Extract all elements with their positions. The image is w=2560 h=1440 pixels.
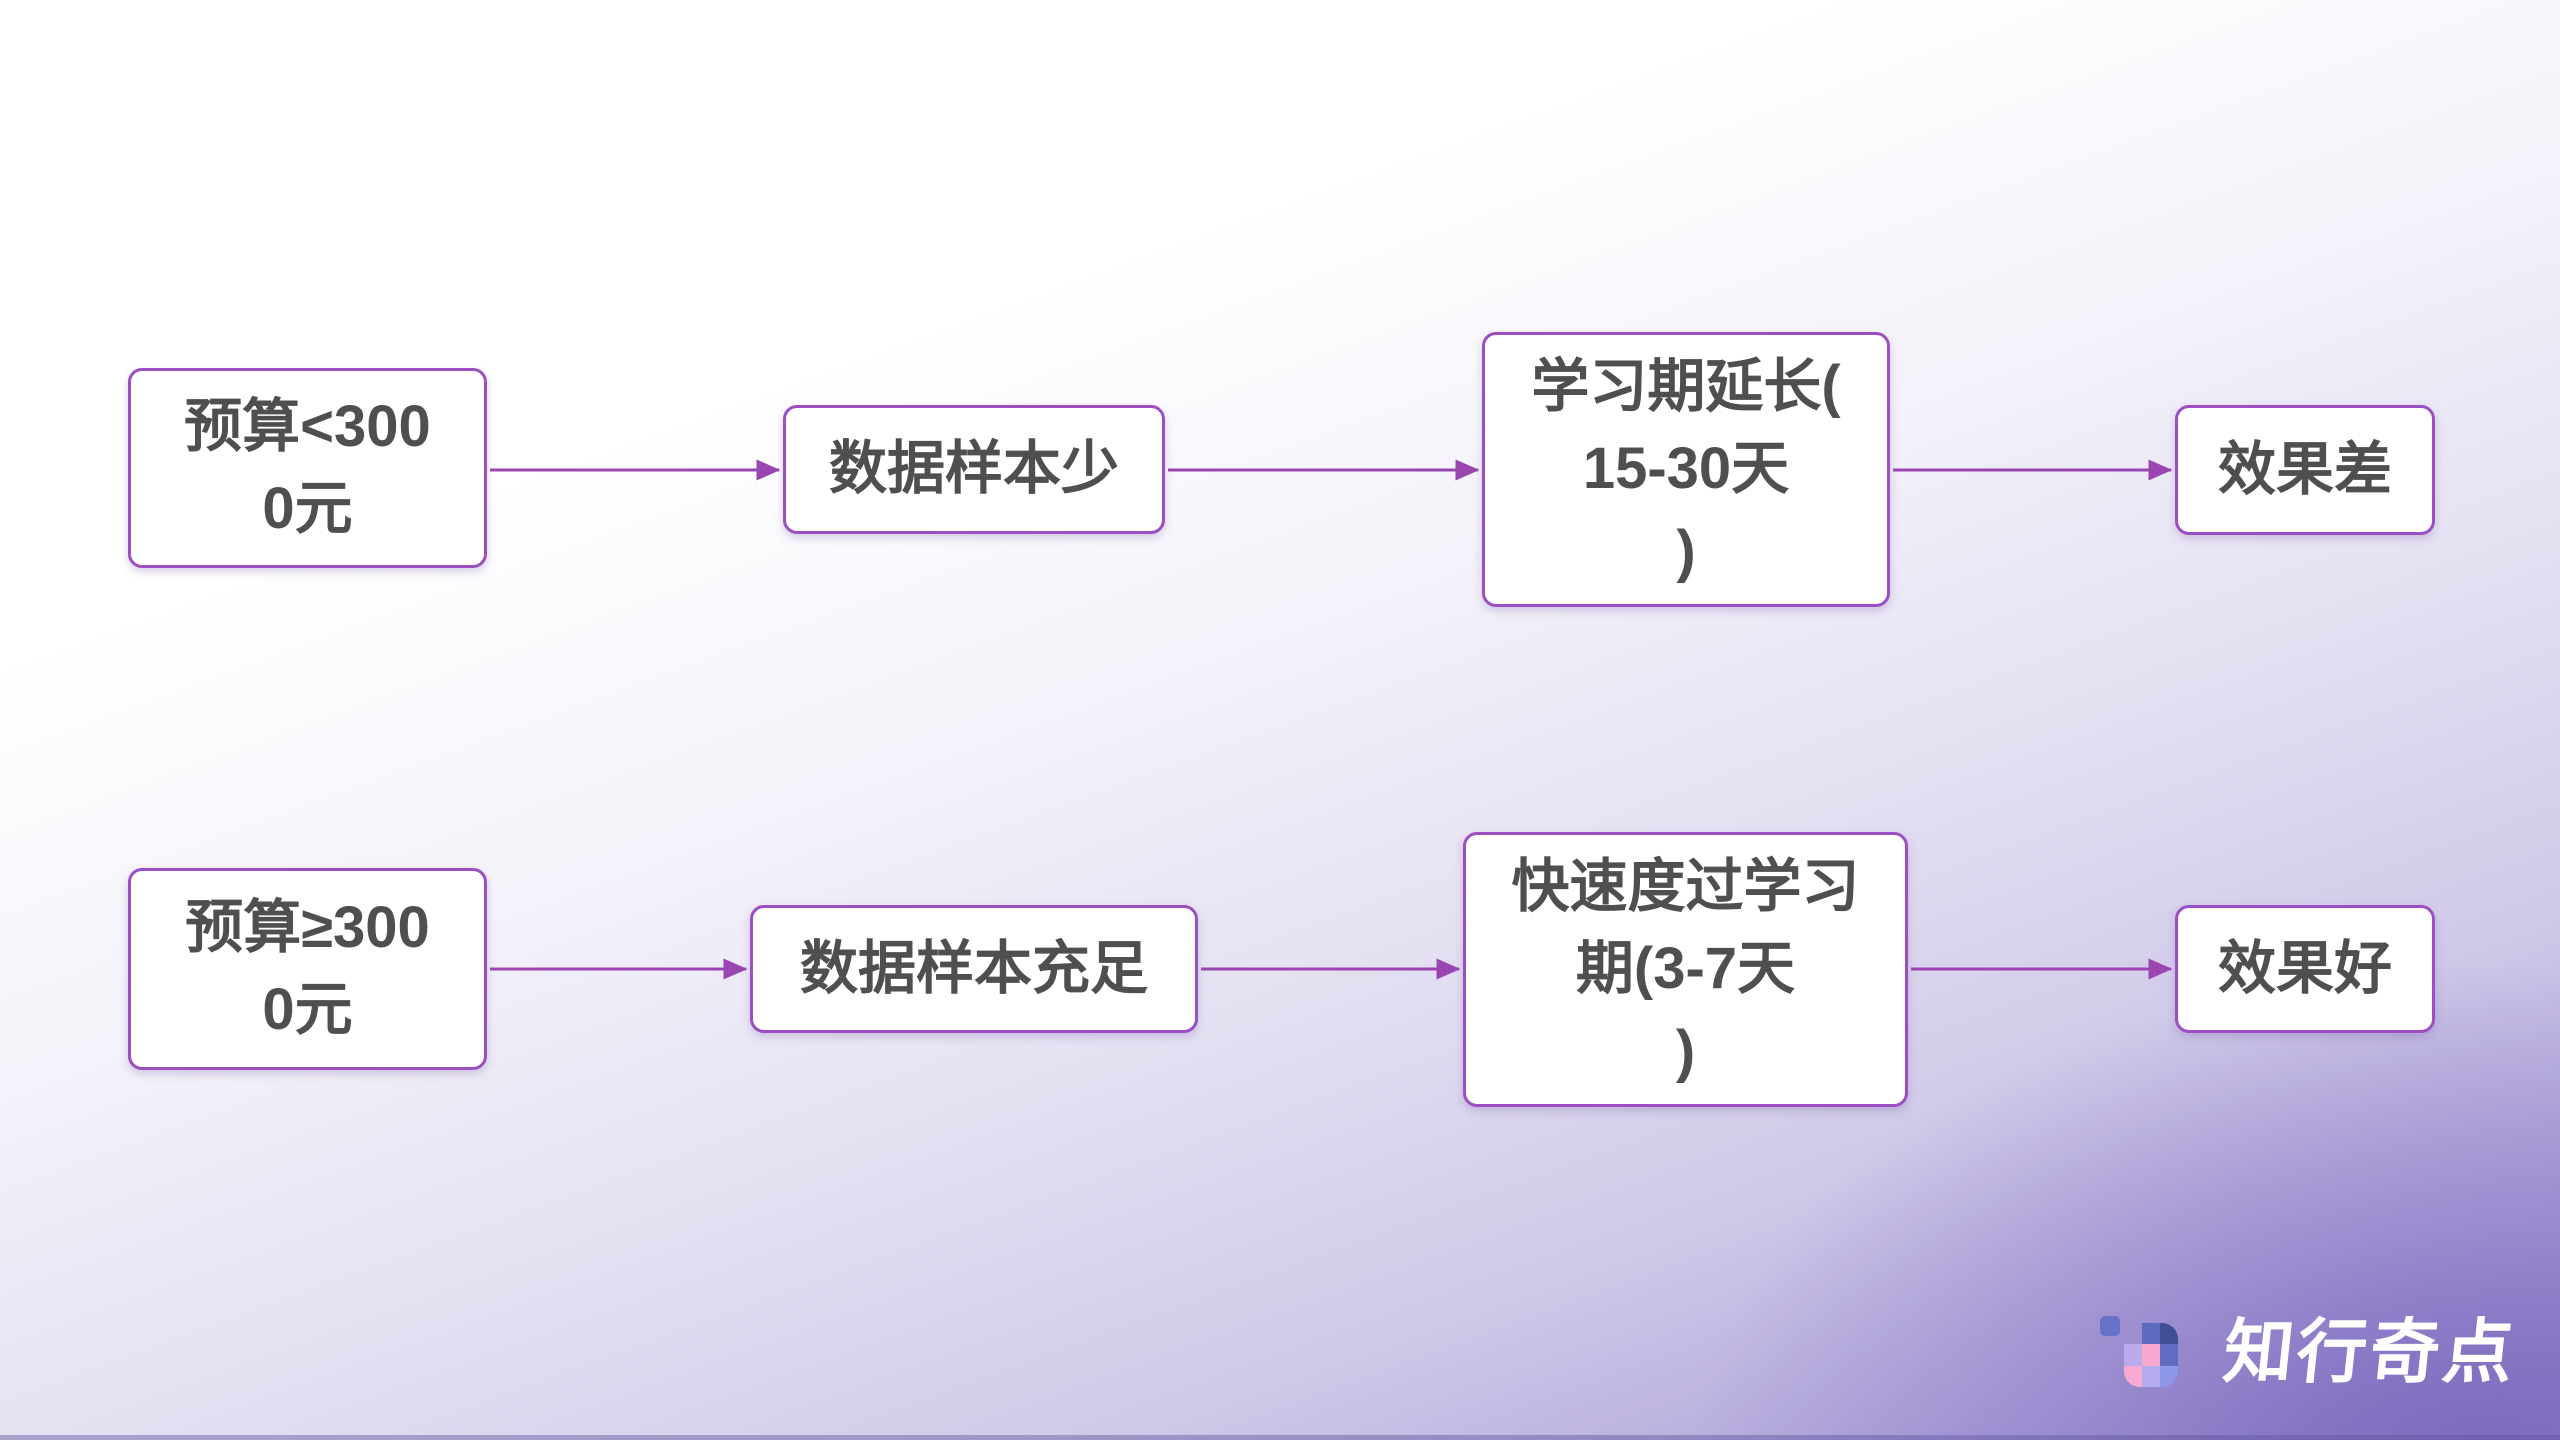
logo-cell (2124, 1344, 2142, 1366)
flow-node-budget-low: 预算<300 0元 (128, 368, 487, 568)
grid-blocks-logo-icon (2100, 1316, 2178, 1388)
logo-cell (2160, 1344, 2178, 1366)
logo-cell (2160, 1365, 2178, 1387)
logo-cell-empty (2124, 1323, 2142, 1344)
logo-cell (2142, 1344, 2160, 1366)
logo-cell (2142, 1365, 2160, 1387)
brand-name: 知行奇点 (2219, 1313, 2521, 1391)
brand-watermark: 知行奇点 (2100, 1313, 2521, 1391)
logo-detached-square (2100, 1316, 2120, 1336)
flow-node-sample-sufficient: 数据样本充足 (750, 905, 1198, 1033)
flow-node-effect-poor: 效果差 (2175, 405, 2435, 535)
flow-node-sample-few: 数据样本少 (783, 405, 1165, 534)
flow-node-learning-period-fast: 快速度过学习 期(3-7天 ) (1463, 832, 1908, 1107)
flow-node-effect-good: 效果好 (2175, 905, 2435, 1033)
logo-main-block (2124, 1323, 2178, 1387)
bottom-edge-strip (0, 1435, 2560, 1440)
logo-cell (2142, 1323, 2160, 1345)
flow-node-budget-high: 预算≥300 0元 (128, 868, 487, 1070)
flow-node-learning-period-extended: 学习期延长( 15-30天 ) (1482, 332, 1890, 607)
logo-cell (2124, 1365, 2142, 1387)
logo-cell (2160, 1323, 2178, 1345)
